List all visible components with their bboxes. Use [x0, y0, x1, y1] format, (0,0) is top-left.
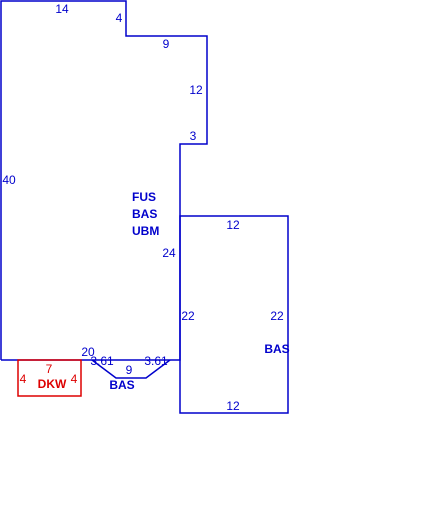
dim-main-right-upper: 12 [189, 83, 203, 97]
main-area-outline [0, 0, 208, 361]
right-area-outline [179, 215, 289, 414]
dim-main-bottom-left: 20 [81, 345, 95, 359]
dim-main-top-left: 14 [55, 2, 69, 16]
dim-right-top: 12 [226, 218, 240, 232]
right-area-label: BAS [264, 342, 289, 356]
dim-main-right-step: 3 [190, 129, 197, 143]
main-area-label-1: FUS [132, 190, 156, 204]
dim-bay-bottom: 9 [126, 363, 133, 377]
dim-bay-left-angle: 3.61 [90, 354, 114, 368]
dim-deck-right: 4 [71, 372, 78, 386]
dim-right-bottom: 12 [226, 399, 240, 413]
bay-area-outline [91, 359, 171, 379]
main-area-label-3: UBM [132, 224, 159, 238]
dim-deck-top: 7 [46, 362, 53, 376]
deck-area-outline [17, 359, 82, 397]
dim-main-top-step: 4 [116, 11, 123, 25]
main-area-label-2: BAS [132, 207, 157, 221]
bay-area-label: BAS [109, 378, 134, 392]
dim-deck-left: 4 [20, 372, 27, 386]
dim-main-upper-right: 9 [163, 37, 170, 51]
dim-bay-right-angle: 3.61 [144, 354, 168, 368]
dim-right-right: 22 [270, 309, 284, 323]
dim-main-right-lower: 24 [162, 246, 176, 260]
dim-right-left: 22 [181, 309, 195, 323]
dim-main-left: 40 [2, 173, 16, 187]
deck-area-label: DKW [38, 377, 67, 391]
